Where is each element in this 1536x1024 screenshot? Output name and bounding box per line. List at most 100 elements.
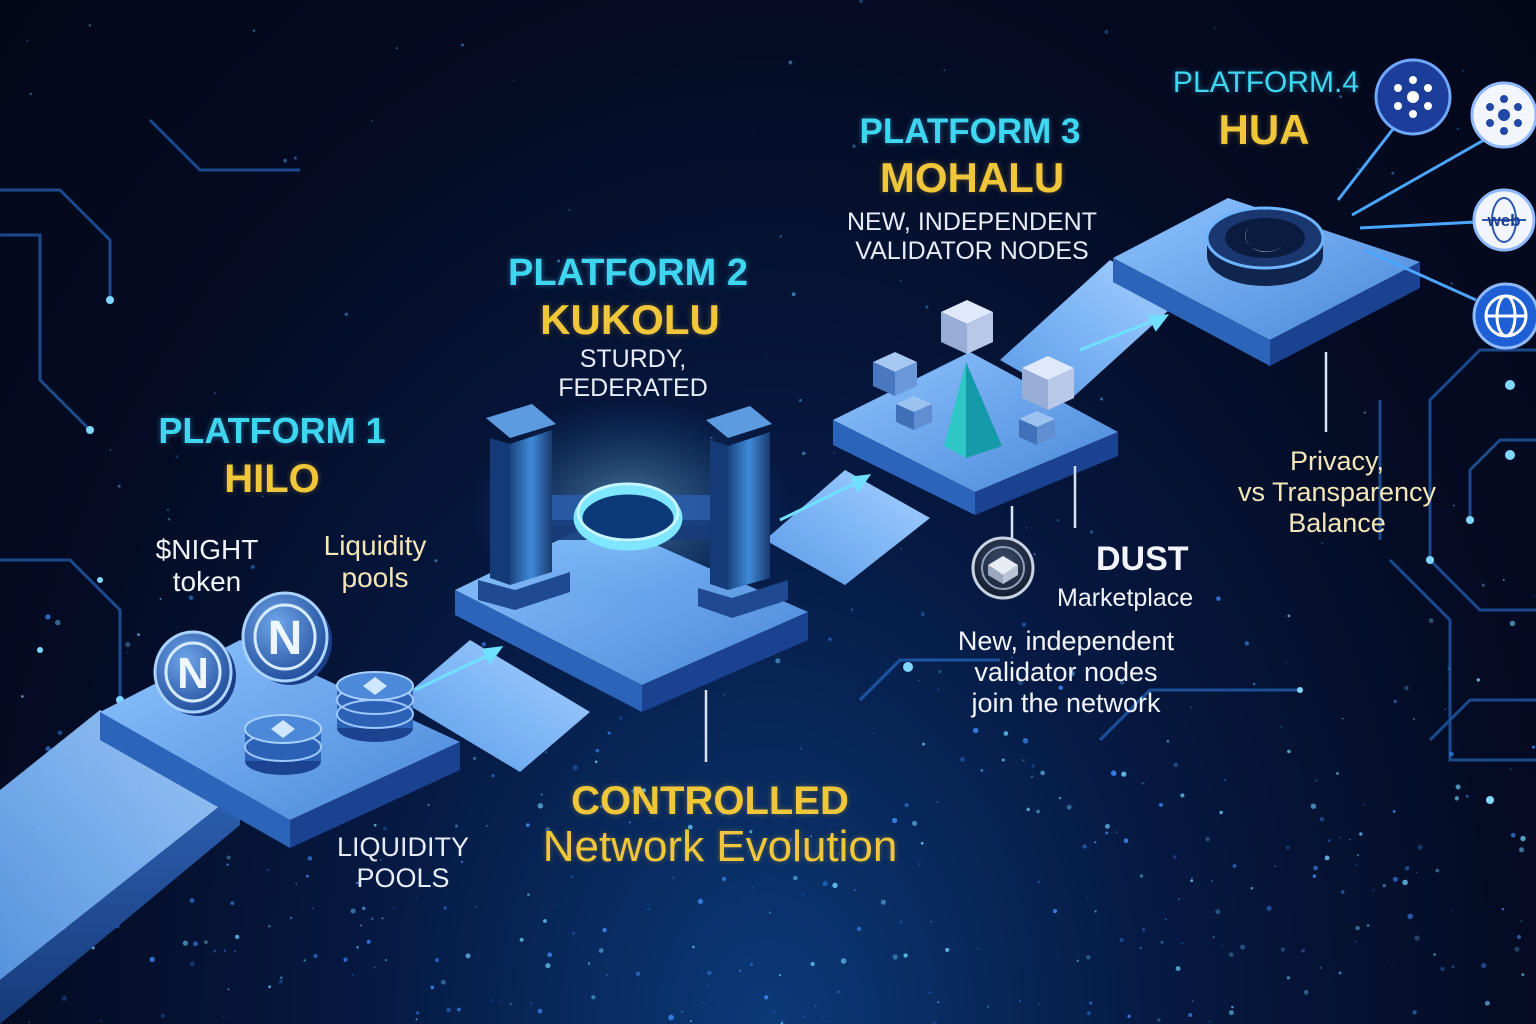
particle xyxy=(1477,678,1480,681)
particle xyxy=(1142,782,1145,785)
particle xyxy=(396,47,398,49)
particle xyxy=(1510,621,1515,626)
particle xyxy=(779,974,781,976)
particle xyxy=(1393,877,1398,882)
particle xyxy=(125,642,130,647)
particle xyxy=(1212,936,1214,938)
particle xyxy=(416,1011,419,1014)
particle xyxy=(922,743,925,746)
privacy-note: Privacy, vs Transparency Balance xyxy=(1238,446,1436,539)
particle xyxy=(1004,731,1009,736)
particle xyxy=(1036,810,1040,814)
night-token-label: $NIGHT token xyxy=(156,534,259,598)
particle xyxy=(1481,963,1486,968)
particle xyxy=(1355,926,1359,930)
particle xyxy=(1245,641,1249,645)
particle xyxy=(1176,966,1181,971)
dust-icon xyxy=(973,538,1033,598)
particle xyxy=(1402,880,1408,886)
particle xyxy=(1414,935,1420,941)
particle xyxy=(266,869,268,871)
particle xyxy=(109,449,111,451)
particle xyxy=(1229,952,1234,957)
particle xyxy=(1404,686,1408,690)
globe-icon xyxy=(1474,284,1536,348)
particle xyxy=(443,906,447,910)
validators-note: New, independent validator nodes join th… xyxy=(958,626,1174,719)
particle xyxy=(1209,1021,1211,1023)
particle xyxy=(312,908,314,910)
particle xyxy=(1067,805,1072,810)
particle xyxy=(1053,909,1057,913)
particle xyxy=(591,995,595,999)
particle xyxy=(1026,527,1027,528)
particle xyxy=(921,612,925,616)
particle xyxy=(1511,833,1516,838)
particle xyxy=(475,906,476,907)
particle xyxy=(960,757,965,762)
particle xyxy=(283,159,287,163)
particle xyxy=(1040,771,1045,776)
particle xyxy=(1520,920,1522,922)
particle xyxy=(1140,947,1142,949)
particle xyxy=(1280,726,1282,728)
particle xyxy=(268,985,271,988)
particle xyxy=(1510,768,1511,769)
particle xyxy=(175,455,178,458)
particle xyxy=(1087,897,1089,899)
particle xyxy=(226,864,228,866)
particle xyxy=(793,876,798,881)
particle xyxy=(541,794,543,796)
particle xyxy=(599,948,604,953)
particle xyxy=(1229,1010,1234,1015)
particle xyxy=(1192,1000,1194,1002)
particle xyxy=(750,963,753,966)
particle xyxy=(788,61,792,65)
particle xyxy=(1349,839,1351,841)
particle xyxy=(1485,1001,1490,1006)
hua-disk xyxy=(1207,208,1323,286)
particle xyxy=(538,1009,543,1014)
particle xyxy=(937,688,939,690)
particle xyxy=(857,927,861,931)
particle xyxy=(1104,30,1108,34)
particle xyxy=(1521,973,1524,976)
particle xyxy=(1019,1000,1021,1002)
particle xyxy=(137,633,140,636)
particle xyxy=(280,977,282,979)
particle xyxy=(573,765,578,770)
particle xyxy=(1105,831,1108,834)
particle xyxy=(703,1003,704,1004)
particle xyxy=(1224,779,1226,781)
particle xyxy=(1124,838,1129,843)
particle xyxy=(1180,793,1184,797)
particle xyxy=(782,1020,783,1021)
particle xyxy=(168,518,171,521)
particle xyxy=(769,912,771,914)
particle xyxy=(224,950,226,952)
particle xyxy=(892,954,897,959)
particle xyxy=(1451,911,1452,912)
particle xyxy=(741,897,743,899)
particle xyxy=(473,757,477,761)
particle xyxy=(45,614,50,619)
particle xyxy=(799,399,802,402)
particle xyxy=(466,953,471,958)
particle xyxy=(1233,864,1237,868)
particle xyxy=(606,974,608,976)
particle xyxy=(1087,1011,1091,1015)
particle xyxy=(944,70,946,72)
particle xyxy=(1328,839,1331,842)
particle xyxy=(1120,938,1124,942)
particle xyxy=(1231,1006,1233,1008)
particle xyxy=(1320,817,1325,822)
particle xyxy=(905,803,909,807)
particle xyxy=(431,986,435,990)
particle xyxy=(455,825,458,828)
particle xyxy=(118,485,121,488)
particle xyxy=(595,749,599,753)
particle xyxy=(1288,615,1291,618)
particle xyxy=(1161,941,1164,944)
particle xyxy=(230,901,234,905)
particle xyxy=(214,392,216,394)
